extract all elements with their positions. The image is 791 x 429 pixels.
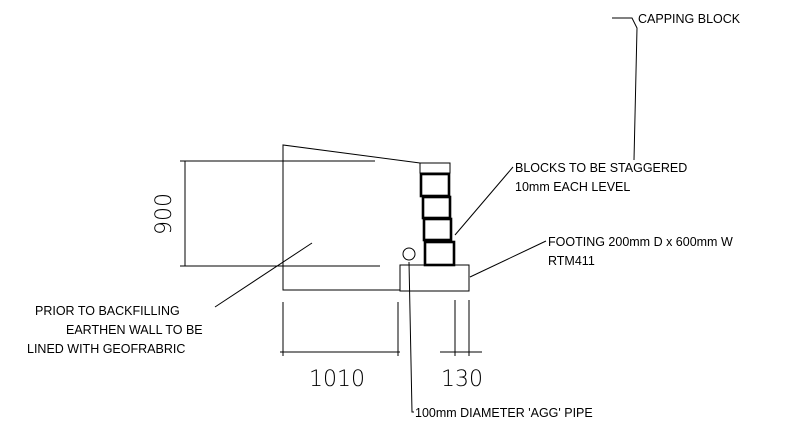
footing (399, 264, 470, 292)
block-2 (421, 195, 452, 220)
block-3 (422, 217, 453, 242)
dim-900-text: 900 (152, 193, 177, 235)
agg-pipe-leader (408, 261, 414, 413)
backfill-leader (214, 242, 313, 308)
label-footing-1: FOOTING 200mm D x 600mm W (548, 235, 733, 249)
capping-block-leader (612, 17, 638, 161)
earth-bank-outline (282, 144, 421, 291)
capping-block (419, 162, 451, 174)
label-blocks-staggered-1: BLOCKS TO BE STAGGERED (515, 161, 687, 175)
dim-130-text: 130 (441, 367, 483, 392)
label-footing-2: RTM411 (548, 254, 595, 268)
dim-1010-text: 1010 (309, 367, 365, 392)
label-agg-pipe: 100mm DIAMETER 'AGG' PIPE (415, 406, 593, 420)
agg-pipe (402, 247, 416, 261)
footing-leader (469, 240, 547, 278)
label-blocks-staggered-2: 10mm EACH LEVEL (515, 180, 630, 194)
label-backfill-1: PRIOR TO BACKFILLING (35, 304, 180, 318)
blocks-staggered-leader (454, 166, 514, 236)
label-backfill-3: LINED WITH GEOFRABRIC (27, 342, 185, 356)
block-1 (419, 172, 451, 198)
label-backfill-2: EARTHEN WALL TO BE (66, 323, 203, 337)
label-capping-block: CAPPING BLOCK (638, 12, 741, 26)
block-4 (423, 240, 456, 267)
